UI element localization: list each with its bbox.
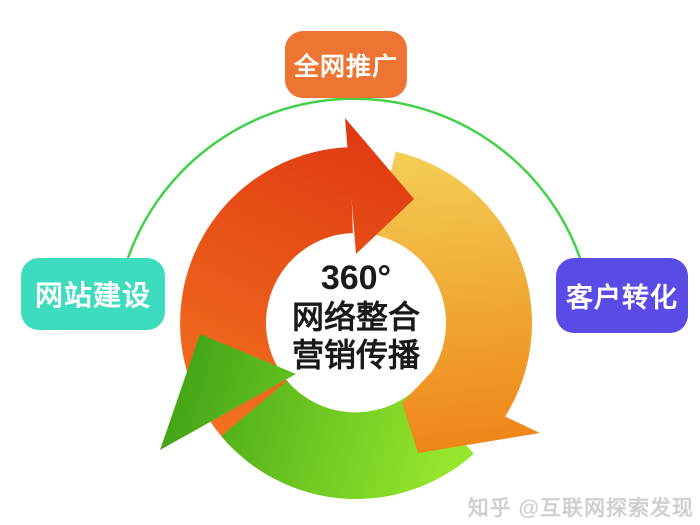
node-right-label: 客户转化 bbox=[566, 283, 678, 313]
watermark: 知乎 @互联网探索发现 bbox=[467, 497, 694, 520]
orange-arrow-head bbox=[402, 372, 540, 453]
node-left-label: 网站建设 bbox=[34, 280, 151, 311]
center-title-line1: 360° bbox=[320, 259, 392, 297]
red-arrow-head bbox=[345, 118, 414, 254]
orange-arrow-band bbox=[376, 151, 533, 419]
center-title-line3: 营销传播 bbox=[291, 337, 420, 373]
node-right-conversion: 客户转化 bbox=[556, 258, 688, 333]
node-left-website: 网站建设 bbox=[21, 258, 165, 330]
center-title-line2: 网络整合 bbox=[291, 299, 420, 335]
node-top-promotion: 全网推广 bbox=[285, 31, 407, 98]
node-top-label: 全网推广 bbox=[293, 52, 398, 81]
green-arrow-head bbox=[160, 334, 296, 450]
center-title: 360° 网络整合 营销传播 bbox=[236, 258, 476, 374]
connector-arc bbox=[126, 97, 582, 260]
